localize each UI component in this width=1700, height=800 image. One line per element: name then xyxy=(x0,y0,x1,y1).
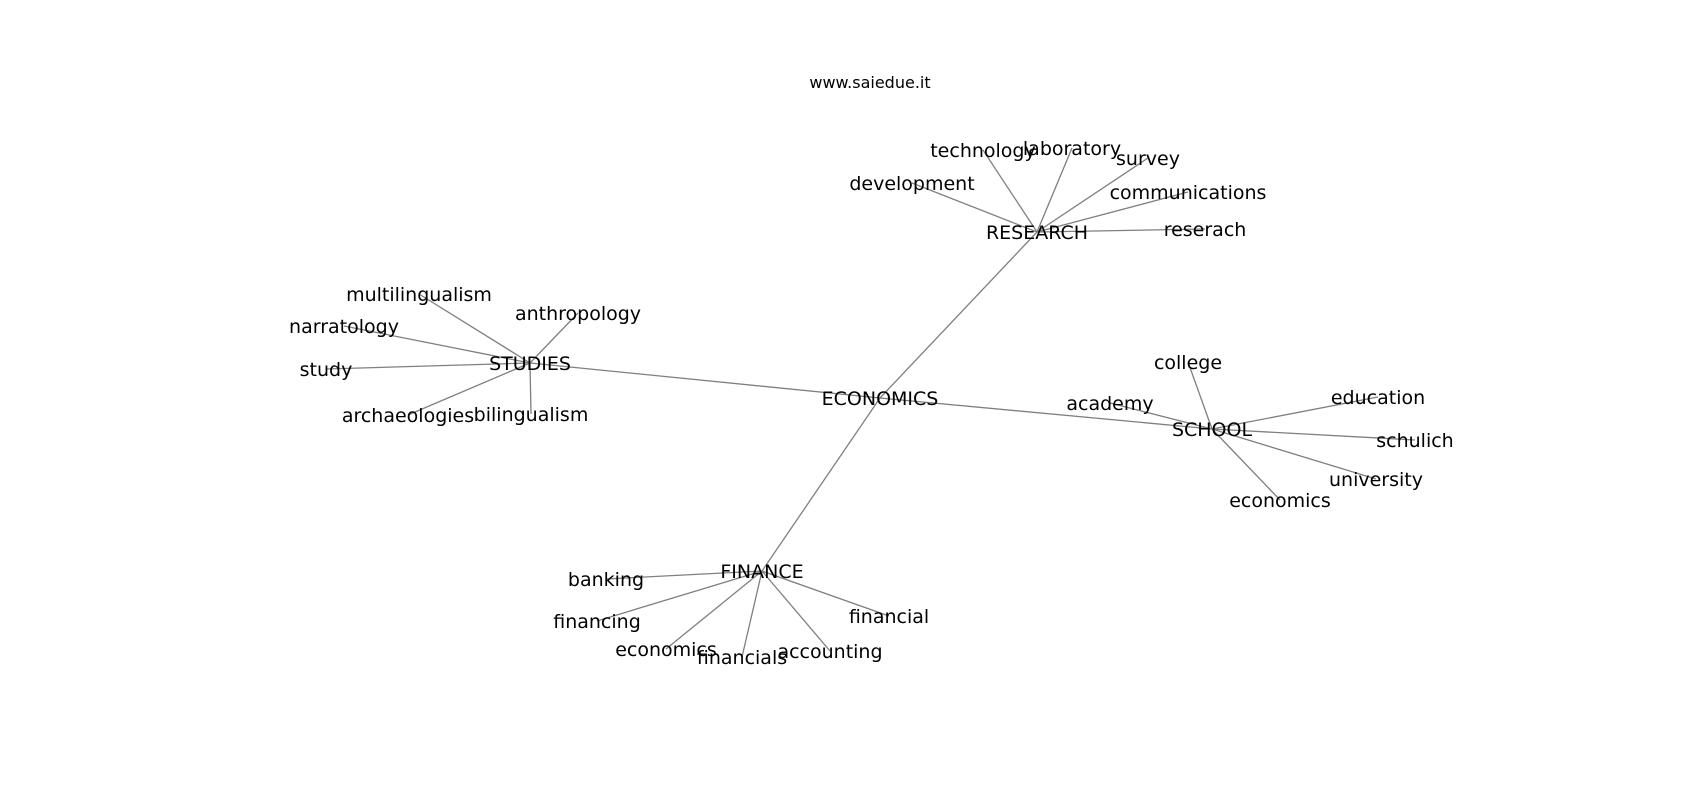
edge-studies-multilingualism xyxy=(418,293,531,364)
hub-node-research: RESEARCH xyxy=(986,222,1088,244)
edge-center-studies xyxy=(529,362,881,399)
edge-school-economics xyxy=(1211,428,1281,501)
leaf-node-finance-accounting: accounting xyxy=(777,641,882,663)
edge-finance-financing xyxy=(596,570,763,622)
website-watermark: www.saiedue.it xyxy=(809,73,930,92)
edge-research-reserach xyxy=(1036,228,1206,233)
leaf-node-research-reserach: reserach xyxy=(1164,219,1247,241)
leaf-node-studies-bilingualism: bilingualism xyxy=(474,404,589,426)
leaf-node-finance-economics: economics xyxy=(615,639,717,661)
leaf-node-studies-archaeologies: archaeologies xyxy=(342,405,474,427)
leaf-node-research-communications: communications xyxy=(1110,182,1267,204)
edge-center-research xyxy=(879,231,1038,399)
edge-school-academy xyxy=(1109,402,1213,430)
leaf-node-research-laboratory: laboratory xyxy=(1023,138,1121,160)
edge-finance-economics xyxy=(665,570,763,650)
leaf-node-finance-financing: financing xyxy=(553,611,641,633)
leaf-node-studies-anthropology: anthropology xyxy=(515,303,641,325)
edge-research-survey xyxy=(1036,157,1149,233)
edges-layer xyxy=(325,147,1416,658)
leaf-node-school-economics: economics xyxy=(1229,490,1331,512)
center-node-label: ECONOMICS xyxy=(822,388,939,410)
hub-node-studies: STUDIES xyxy=(489,353,571,375)
edge-school-college xyxy=(1187,361,1213,430)
hub-node-finance: FINANCE xyxy=(720,561,803,583)
edge-studies-bilingualism xyxy=(529,362,532,415)
leaf-node-studies-narratology: narratology xyxy=(289,316,399,338)
leaf-node-school-college: college xyxy=(1154,352,1222,374)
edge-research-laboratory xyxy=(1036,147,1073,233)
leaf-node-research-survey: survey xyxy=(1116,148,1180,170)
edge-school-university xyxy=(1211,428,1377,480)
leaf-node-school-university: university xyxy=(1329,469,1423,491)
leaf-node-research-technology: technology xyxy=(930,140,1036,162)
edge-finance-financials xyxy=(741,570,763,658)
labels-layer: ECONOMICS RESEARCH development technologyla… xyxy=(289,138,1454,669)
leaf-node-finance-financial: financial xyxy=(849,606,929,628)
edge-school-schulich xyxy=(1211,428,1416,441)
edge-research-communications xyxy=(1036,191,1189,233)
leaf-node-school-academy: academy xyxy=(1066,393,1153,415)
edge-finance-accounting xyxy=(761,570,831,652)
edge-research-development xyxy=(911,182,1038,233)
leaf-node-finance-banking: banking xyxy=(568,569,644,591)
leaf-node-finance-financials: financials xyxy=(697,647,787,669)
edge-finance-banking xyxy=(605,570,763,580)
hub-node-school: SCHOOL xyxy=(1172,419,1253,441)
edge-center-school xyxy=(879,397,1213,430)
leaf-node-school-schulich: schulich xyxy=(1376,430,1453,452)
leaf-node-research-development: development xyxy=(849,173,974,195)
leaf-node-studies-study: study xyxy=(300,359,353,381)
edge-studies-anthropology xyxy=(529,312,579,364)
edge-finance-financial xyxy=(761,570,890,617)
edge-studies-study xyxy=(325,362,531,370)
edge-school-education xyxy=(1211,396,1379,430)
edge-center-finance xyxy=(761,397,881,572)
edge-research-technology xyxy=(982,149,1038,233)
edge-studies-archaeologies xyxy=(407,362,531,416)
edge-studies-narratology xyxy=(343,325,531,364)
leaf-node-studies-multilingualism: multilingualism xyxy=(346,284,492,306)
leaf-node-school-education: education xyxy=(1331,387,1425,409)
